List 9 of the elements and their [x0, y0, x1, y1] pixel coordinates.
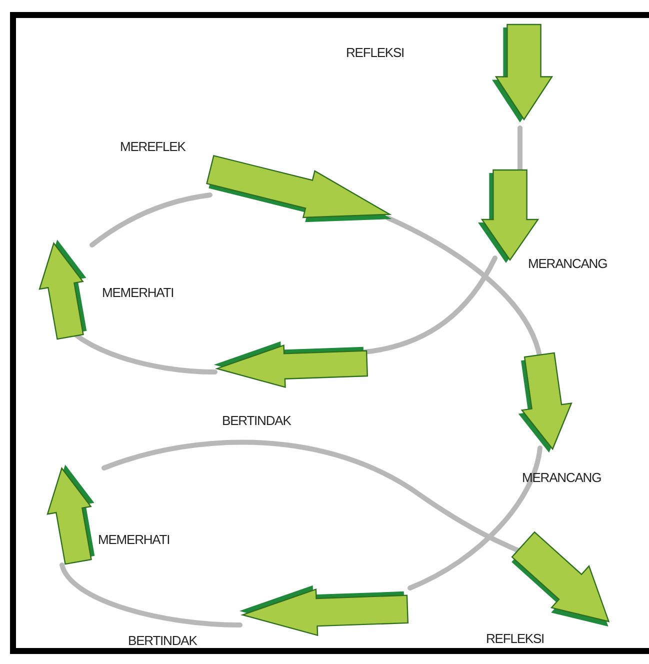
stage-label: BERTINDAK: [128, 634, 197, 647]
stage-label: BERTINDAK: [222, 414, 291, 427]
stage-label: MEREFLEK: [120, 140, 186, 153]
stage-label: MEMERHATI: [102, 286, 174, 299]
stage-label: REFLEKSI: [346, 46, 404, 59]
stage-label: MERANCANG: [522, 471, 602, 484]
stage-label: REFLEKSI: [486, 632, 544, 645]
stage-label: MEMERHATI: [98, 533, 170, 546]
stage-label: MERANCANG: [528, 257, 608, 270]
